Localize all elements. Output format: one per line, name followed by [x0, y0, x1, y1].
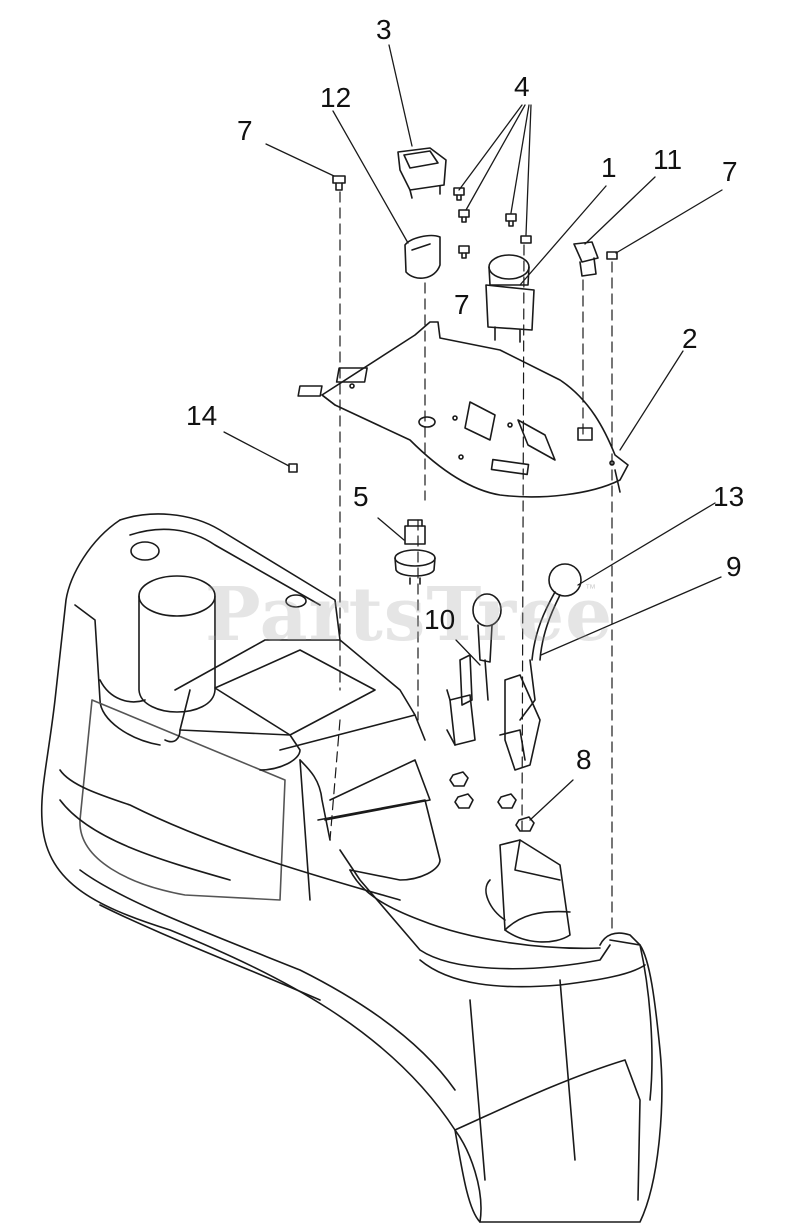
callout-5: 5 — [353, 481, 369, 512]
callout-4: 4 — [514, 71, 530, 102]
ignition-switch — [394, 519, 436, 585]
callout-11: 11 — [653, 144, 683, 175]
mounting-plate — [297, 321, 629, 498]
callout-9: 9 — [726, 551, 742, 582]
pto-switch — [485, 254, 535, 343]
callout-2: 2 — [682, 323, 698, 354]
watermark-text: PartsTree — [205, 572, 614, 658]
hex-nuts — [449, 771, 535, 832]
console-body — [40, 513, 663, 1223]
callout-3: 3 — [376, 14, 392, 45]
rocker-switch — [397, 147, 447, 199]
callout-14: 14 — [186, 400, 218, 431]
throttle-lever — [446, 593, 502, 746]
callout-7-left: 7 — [237, 115, 253, 146]
callout-1: 1 — [601, 152, 617, 183]
callout-7-right: 7 — [722, 156, 738, 187]
screws — [288, 175, 618, 473]
callout-10: 10 — [424, 604, 456, 635]
watermark-trademark: ™ — [585, 583, 596, 595]
indicator-switch — [573, 241, 599, 277]
callout-7-center: 7 — [454, 289, 470, 320]
callout-8: 8 — [576, 744, 592, 775]
callout-13: 13 — [713, 481, 745, 512]
assembly-lines — [329, 191, 613, 931]
callout-12: 12 — [320, 82, 352, 113]
leader-lines — [223, 44, 723, 821]
choke-knob — [404, 234, 441, 279]
choke-lever — [499, 563, 582, 771]
